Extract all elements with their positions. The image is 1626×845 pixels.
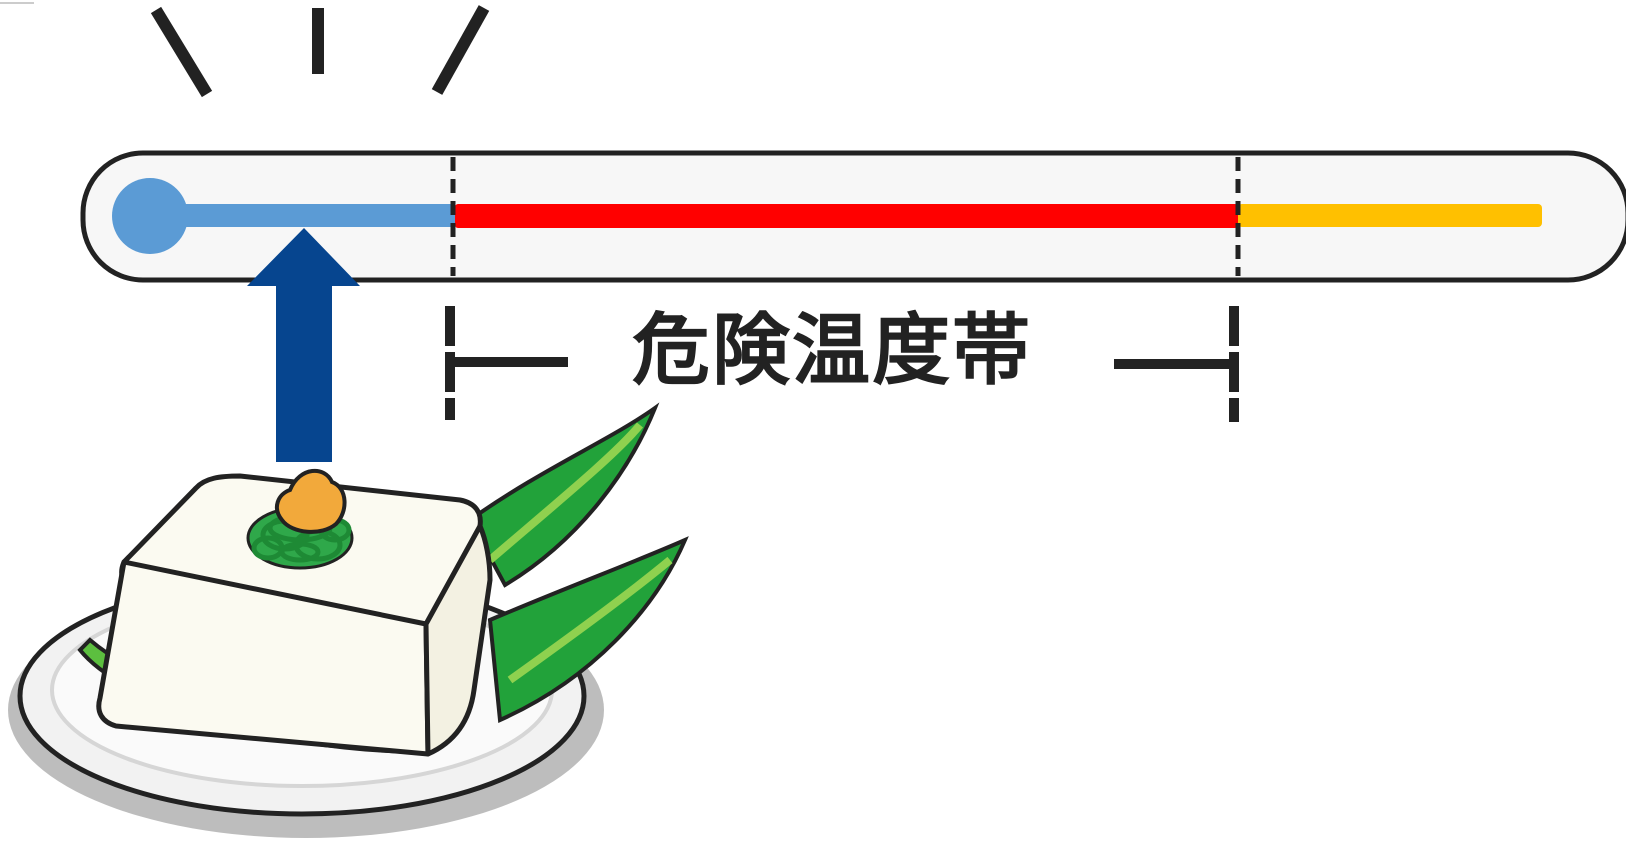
danger-segment — [455, 204, 1238, 228]
thermometer-bulb — [112, 178, 188, 254]
hot-segment — [1238, 204, 1542, 227]
tofu-side — [423, 523, 493, 757]
danger-zone-bracket — [445, 306, 1239, 422]
up-arrow-icon — [247, 228, 360, 462]
cooling-rays-icon — [150, 5, 490, 98]
cold-segment — [165, 204, 455, 227]
leaf-lower-highlight — [507, 556, 673, 684]
tofu-front — [96, 559, 431, 757]
leaf-upper-highlight — [487, 422, 644, 564]
ray-left — [150, 6, 213, 98]
ginger-garnish — [274, 468, 347, 534]
cold-tofu-icon — [8, 402, 689, 838]
danger-zone-label: 危険温度帯 — [632, 306, 1033, 396]
ray-right — [431, 5, 490, 95]
thermometer-icon — [80, 150, 1626, 283]
